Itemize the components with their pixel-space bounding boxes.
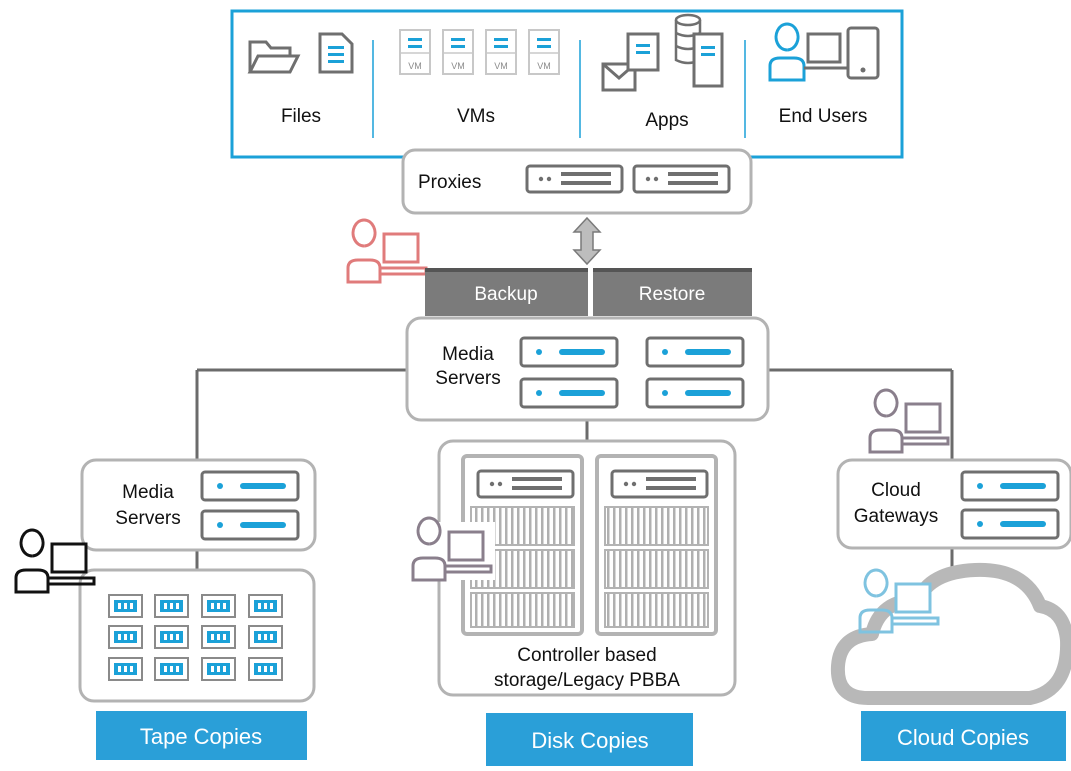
user-icon [768,22,806,82]
svg-text:Tape Copies: Tape Copies [140,724,262,749]
server-icon [645,377,745,409]
server-icon [519,336,619,368]
tape-copies-button[interactable]: Tape Copies [96,711,307,760]
document-icon [318,32,354,74]
document-icon [626,32,660,72]
user-icon [409,516,495,582]
restore-label: Restore [639,284,706,305]
svg-text:VM: VM [451,61,465,71]
server-icon [960,508,1060,540]
svg-text:Cloud Copies: Cloud Copies [897,725,1029,750]
user-icon [868,388,950,454]
server-icon [525,164,624,194]
double-arrow-icon [572,216,602,266]
files-label: Files [281,106,321,127]
backup-label: Backup [474,284,537,305]
vms-label: VMs [457,106,495,127]
backup-bar [425,268,588,316]
disk-copies-button[interactable]: Disk Copies [486,713,693,766]
vm-icon: VM [528,29,560,75]
document-icon [692,32,724,88]
apps-label: Apps [645,110,688,131]
cloud-icon [830,562,1071,705]
svg-text:VM: VM [494,61,508,71]
server-icon [632,164,731,194]
tablet-icon [846,26,880,80]
svg-text:Disk Copies: Disk Copies [531,728,648,753]
cloud-gateways-label-2: Gateways [854,506,938,527]
server-icon [200,470,300,502]
proxies-label: Proxies [418,172,481,193]
media-servers-tape-label-1: Media [122,482,174,503]
user-icon [346,218,428,284]
cloud-copies-button[interactable]: Cloud Copies [861,711,1066,761]
vm-icon: VM [399,29,431,75]
storage-rack-left [461,454,584,636]
vm-icon: VM [442,29,474,75]
cloud-gateways-label-1: Cloud [871,480,921,501]
server-icon [200,509,300,541]
laptop-icon [804,32,848,70]
server-icon [645,336,745,368]
storage-rack-right [595,454,718,636]
end-users-label: End Users [779,106,868,127]
folder-icon [247,40,301,74]
media-servers-tape-label-2: Servers [115,508,180,529]
server-icon [960,470,1060,502]
disk-storage-label-2: storage/Legacy PBBA [494,670,680,691]
restore-bar [593,268,752,316]
media-servers-main-label-1: Media [442,344,494,365]
vm-icon: VM [485,29,517,75]
svg-text:VM: VM [408,61,422,71]
disk-storage-label-1: Controller based [517,645,656,666]
svg-text:VM: VM [537,61,551,71]
server-icon [519,377,619,409]
media-servers-main-label-2: Servers [435,368,500,389]
